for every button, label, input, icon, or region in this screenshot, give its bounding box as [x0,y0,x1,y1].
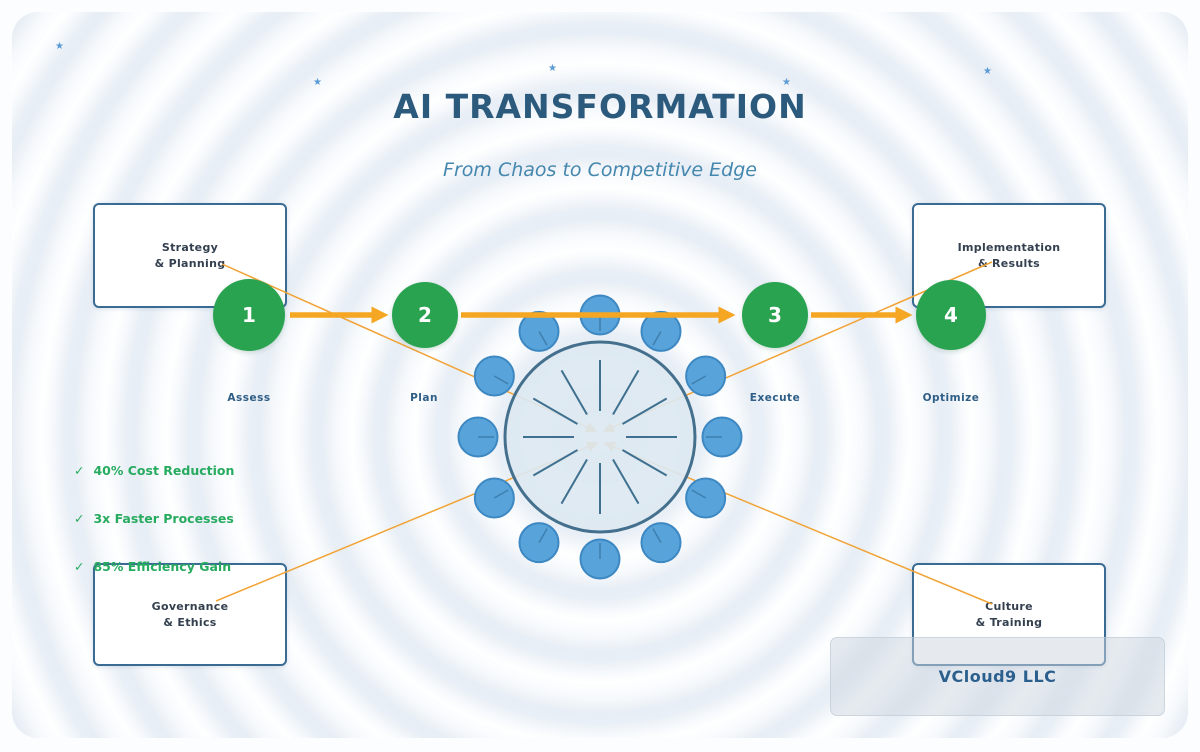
benefit-item: ✓ 3x Faster Processes [74,511,234,526]
strategy-planning-label: Strategy& Planning [154,240,226,270]
step-circle-4: 4 [916,280,986,350]
star-icon: ★ [983,66,992,77]
benefit-item: ✓ 40% Cost Reduction [74,463,234,478]
implementation-results-label: Implementation& Results [957,240,1061,270]
step-number: 2 [418,303,432,327]
step-label-plan: Plan [410,392,438,404]
step-number: 1 [242,303,256,327]
benefit-text: 3x Faster Processes [93,511,234,526]
culture-training-label: Culture& Training [975,599,1043,629]
star-icon: ★ [55,41,64,52]
governance-ethics-box: Governance& Ethics [93,563,287,666]
step-circle-1: 1 [213,279,285,351]
benefit-item: ✓ 85% Efficiency Gain [74,559,231,574]
step-circle-3: 3 [742,282,808,348]
governance-ethics-label: Governance& Ethics [151,599,229,629]
check-icon: ✓ [74,559,85,574]
benefit-text: 40% Cost Reduction [93,463,235,478]
page-subtitle: From Chaos to Competitive Edge [443,159,757,181]
step-circle-2: 2 [392,282,458,348]
page-title: AI TRANSFORMATION [393,87,807,126]
star-icon: ★ [548,63,557,74]
check-icon: ✓ [74,463,85,478]
check-icon: ✓ [74,511,85,526]
benefit-text: 85% Efficiency Gain [93,559,232,574]
step-number: 3 [768,303,782,327]
star-icon: ★ [782,77,791,88]
step-number: 4 [944,303,958,327]
step-label-assess: Assess [227,392,271,404]
star-icon: ★ [313,77,322,88]
company-footer-plate: VCloud9 LLC [830,637,1165,716]
company-name: VCloud9 LLC [938,667,1057,686]
step-label-execute: Execute [749,392,801,404]
step-label-optimize: Optimize [922,392,980,404]
